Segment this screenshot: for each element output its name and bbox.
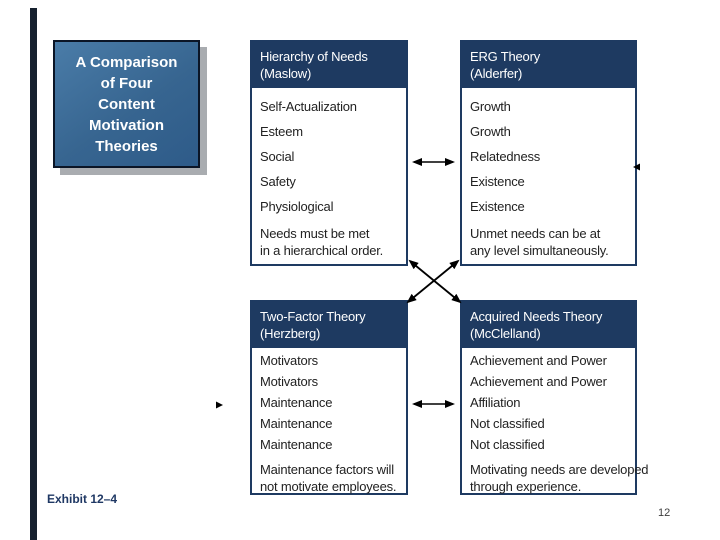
- table-note: Unmet needs can be at any level simultan…: [462, 225, 635, 259]
- table-body: Motivators Motivators Maintenance Mainte…: [252, 348, 406, 455]
- table-header: Hierarchy of Needs (Maslow): [252, 42, 406, 88]
- table-note: Maintenance factors will not motivate em…: [252, 461, 406, 495]
- table-note-line: Needs must be met: [260, 226, 370, 241]
- table-title: Hierarchy of Needs: [260, 49, 368, 64]
- table-body: Growth Growth Relatedness Existence Exis…: [462, 88, 635, 219]
- title-line: Content: [98, 95, 155, 113]
- table-row: Physiological: [260, 199, 334, 214]
- table-row: Relatedness: [470, 149, 541, 164]
- table-row: Social: [260, 149, 295, 164]
- table-two-factor-theory: Two-Factor Theory (Herzberg) Motivators …: [250, 300, 408, 495]
- exhibit-label: Exhibit 12–4: [47, 492, 118, 506]
- table-note-line: in a hierarchical order.: [260, 243, 384, 258]
- left-accent-bar: [30, 8, 37, 540]
- table-header: ERG Theory (Alderfer): [462, 42, 635, 88]
- table-header: Acquired Needs Theory (McClelland): [462, 302, 635, 348]
- table-note-line: Maintenance factors will: [260, 462, 394, 477]
- slide-page-number: 12: [658, 507, 671, 519]
- table-hierarchy-of-needs: Hierarchy of Needs (Maslow) Self-Actuali…: [250, 40, 408, 266]
- table-subtitle: (Maslow): [260, 66, 312, 81]
- table-body: Achievement and Power Achievement and Po…: [462, 348, 635, 455]
- title-line: Motivation: [89, 116, 164, 134]
- table-title: ERG Theory: [470, 49, 541, 64]
- table-row: Affiliation: [470, 395, 521, 410]
- table-row: Achievement and Power: [470, 353, 607, 368]
- table-row: Self-Actualization: [260, 99, 357, 114]
- table-row: Maintenance: [260, 395, 333, 410]
- arrow-cross-right-to-left: [406, 259, 460, 304]
- table-title: Acquired Needs Theory: [470, 309, 603, 324]
- table-note-line: not motivate employees.: [260, 479, 397, 494]
- table-row: Existence: [470, 174, 525, 189]
- table-note-line: Unmet needs can be at: [470, 226, 601, 241]
- arrow-cross-left-to-right: [408, 259, 462, 304]
- table-row: Maintenance: [260, 437, 333, 452]
- table-row: Not classified: [470, 416, 545, 431]
- table-subtitle: (Alderfer): [470, 66, 523, 81]
- table-row: Motivators: [260, 374, 318, 389]
- table-row: Esteem: [260, 124, 303, 139]
- title-line: of Four: [100, 74, 153, 92]
- table-body: Self-Actualization Esteem Social Safety …: [252, 88, 406, 219]
- table-subtitle: (McClelland): [470, 326, 541, 341]
- table-note-line: through experience.: [470, 479, 582, 494]
- table-row: Motivators: [260, 353, 318, 368]
- table-note-line: Motivating needs are developed: [470, 462, 649, 477]
- table-row: Not classified: [470, 437, 545, 452]
- table-header: Two-Factor Theory (Herzberg): [252, 302, 406, 348]
- title-line: A Comparison: [75, 53, 178, 71]
- table-row: Growth: [470, 124, 511, 139]
- title-line: Theories: [95, 137, 158, 155]
- table-erg-theory: ERG Theory (Alderfer) Growth Growth Rela…: [460, 40, 637, 266]
- table-note: Motivating needs are developed through e…: [462, 461, 649, 495]
- slide-title-box: A Comparison of Four Content Motivation …: [53, 40, 200, 168]
- table-row: Safety: [260, 174, 296, 189]
- table-title: Two-Factor Theory: [260, 309, 366, 324]
- table-row: Existence: [470, 199, 525, 214]
- clipped-arrowhead-left: [216, 401, 223, 409]
- table-subtitle: (Herzberg): [260, 326, 321, 341]
- table-row: Achievement and Power: [470, 374, 607, 389]
- table-row: Maintenance: [260, 416, 333, 431]
- table-row: Growth: [470, 99, 511, 114]
- table-acquired-needs-theory: Acquired Needs Theory (McClelland) Achie…: [460, 300, 649, 495]
- table-note-line: any level simultaneously.: [470, 243, 609, 258]
- table-note: Needs must be met in a hierarchical orde…: [252, 225, 406, 259]
